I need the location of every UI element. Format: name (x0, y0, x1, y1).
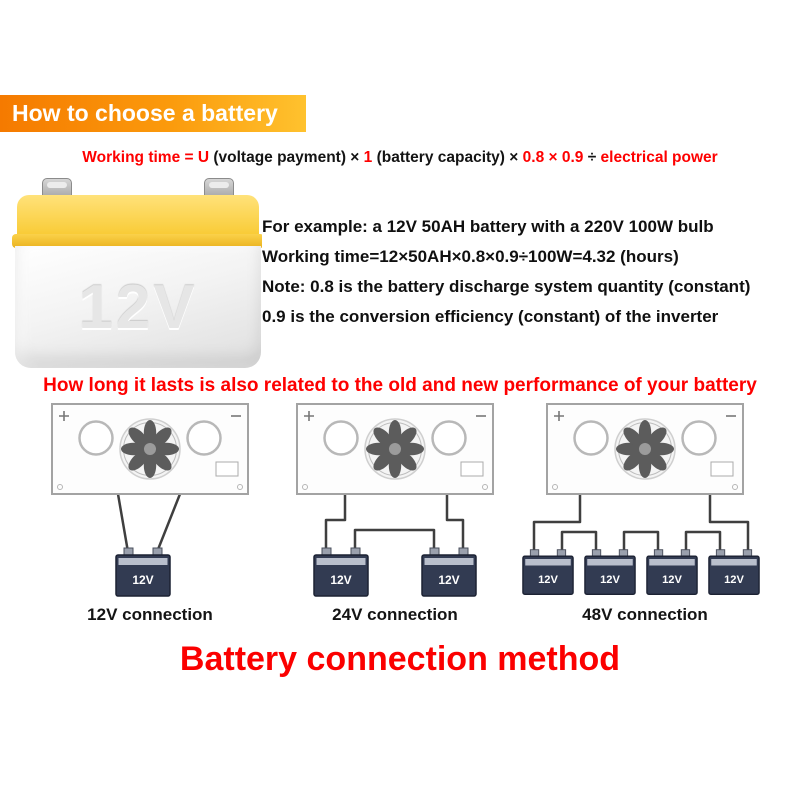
battery-icon (646, 548, 698, 596)
example-text-block: For example: a 12V 50AH battery with a 2… (262, 212, 794, 332)
inverter-icon (545, 402, 745, 496)
wire (532, 492, 582, 556)
diagram-48v: 48V connection (520, 402, 770, 625)
page-title: How to choose a battery (12, 100, 278, 126)
battery-top-lip (12, 234, 264, 248)
diagram-24v: 24V connection (275, 402, 515, 625)
connection-label-48v: 48V connection (582, 605, 708, 624)
example-line: Working time=12×50AH×0.8×0.9÷100W=4.32 (… (262, 247, 679, 266)
battery-voltage-label: 12V (78, 272, 198, 342)
example-line: Note: 0.8 is the battery discharge syste… (262, 277, 751, 296)
connection-diagrams-row: 12V connection 24V connection (30, 402, 770, 625)
wire (708, 492, 750, 556)
wire (324, 492, 347, 554)
formula-segment: Working time = U (82, 149, 214, 166)
product-battery-image: 12V (12, 178, 264, 368)
wire (622, 530, 660, 556)
diagram-12v: 12V connection (30, 402, 270, 625)
battery-top-cover (17, 195, 259, 239)
example-line: 0.9 is the conversion efficiency (consta… (262, 307, 719, 326)
battery-icon (313, 547, 369, 597)
connection-label-12v: 12V connection (87, 605, 213, 624)
formula-segment: 0.8 × 0.9 (522, 149, 584, 166)
battery-icon (584, 548, 636, 596)
battery-icon (421, 547, 477, 597)
wire (445, 492, 465, 554)
wire (155, 492, 182, 554)
wire (116, 492, 130, 554)
wire (353, 528, 436, 554)
connection-label-24v: 24V connection (332, 605, 458, 624)
wire (684, 530, 722, 556)
inverter-icon (295, 402, 495, 496)
formula-segment: electrical power (600, 149, 718, 166)
subtitle-text: How long it lasts is also related to the… (43, 375, 757, 396)
wire (560, 530, 598, 556)
example-line: For example: a 12V 50AH battery with a 2… (262, 217, 714, 236)
header-banner: How to choose a battery (0, 95, 306, 132)
formula-line: Working time = U (voltage payment) × 1 (… (0, 149, 800, 167)
inverter-icon (50, 402, 250, 496)
battery-body: 12V (15, 246, 261, 368)
formula-segment: (voltage payment) × (213, 149, 364, 166)
battery-icon (115, 547, 171, 597)
formula-segment: (battery capacity) × (376, 149, 523, 166)
formula-segment: ÷ (583, 149, 601, 166)
formula-segment: 1 (363, 149, 377, 166)
battery-icon (708, 548, 760, 596)
footer-title: Battery connection method (179, 640, 621, 678)
battery-icon (522, 548, 574, 596)
